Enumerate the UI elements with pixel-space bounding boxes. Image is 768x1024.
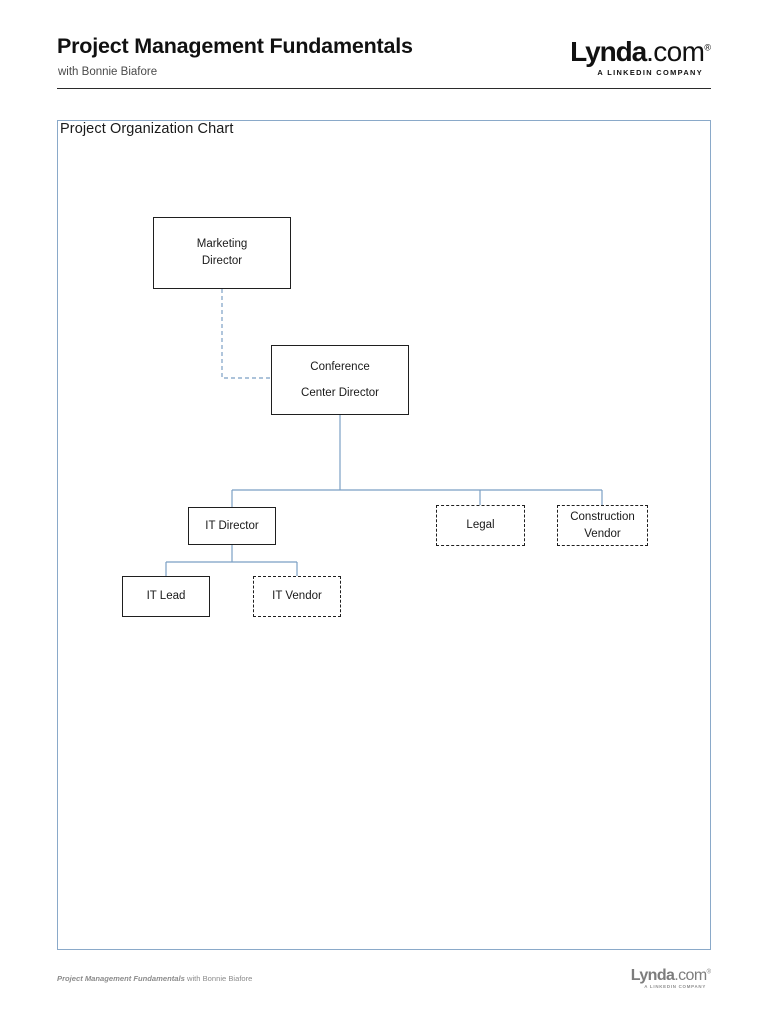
lynda-dotcom-text: .com (674, 967, 707, 984)
lynda-logo-header: Lynda.com® A LINKEDIN COMPANY (520, 38, 711, 77)
content-frame (57, 120, 711, 950)
registered-mark-icon: ® (704, 42, 711, 53)
lynda-tagline: A LINKEDIN COMPANY (597, 68, 703, 77)
page-title: Project Management Fundamentals (57, 34, 413, 58)
footer-course-title: Project Management Fundamentals (57, 974, 185, 983)
lynda-logo-footer: Lynda.com® A LINKEDIN COMPANY (600, 968, 711, 989)
registered-mark-icon: ® (706, 969, 711, 976)
lynda-brand-text: Lynda (630, 967, 675, 984)
footer-credit: Project Management Fundamentals with Bon… (57, 974, 252, 983)
lynda-wordmark: Lynda.com® (631, 968, 711, 984)
chart-heading: Project Organization Chart (60, 121, 234, 137)
lynda-dotcom-text: .com (646, 36, 705, 67)
header-divider (57, 88, 711, 89)
footer-author: with Bonnie Biafore (184, 974, 253, 983)
lynda-tagline: A LINKEDIN COMPANY (644, 984, 706, 989)
course-author: with Bonnie Biafore (58, 66, 158, 78)
page-header: Project Management Fundamentals with Bon… (57, 34, 711, 90)
lynda-wordmark: Lynda.com® (570, 38, 711, 66)
lynda-brand-text: Lynda (570, 36, 647, 67)
